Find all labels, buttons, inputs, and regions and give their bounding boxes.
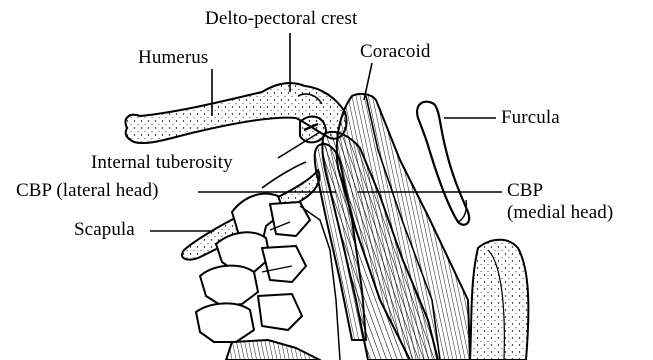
label-cbp-lateral-head: CBP (lateral head) xyxy=(16,180,159,202)
humerus-bone xyxy=(125,83,346,143)
sternum xyxy=(470,240,528,360)
label-humerus: Humerus xyxy=(138,47,208,69)
label-scapula: Scapula xyxy=(74,219,135,241)
label-furcula: Furcula xyxy=(501,107,560,129)
label-internal-tuberosity: Internal tuberosity xyxy=(91,152,233,174)
rib-cage xyxy=(196,194,340,360)
label-cbp-medial-head-line2: (medial head) xyxy=(507,202,647,224)
label-coracoid: Coracoid xyxy=(360,41,430,63)
furcula-bone xyxy=(417,102,469,225)
label-deltopectoral-crest: Delto-pectoral crest xyxy=(205,8,357,30)
label-cbp-medial-head-line1: CBP xyxy=(507,180,647,202)
label-cbp-medial-head: CBP (medial head) xyxy=(507,180,647,224)
